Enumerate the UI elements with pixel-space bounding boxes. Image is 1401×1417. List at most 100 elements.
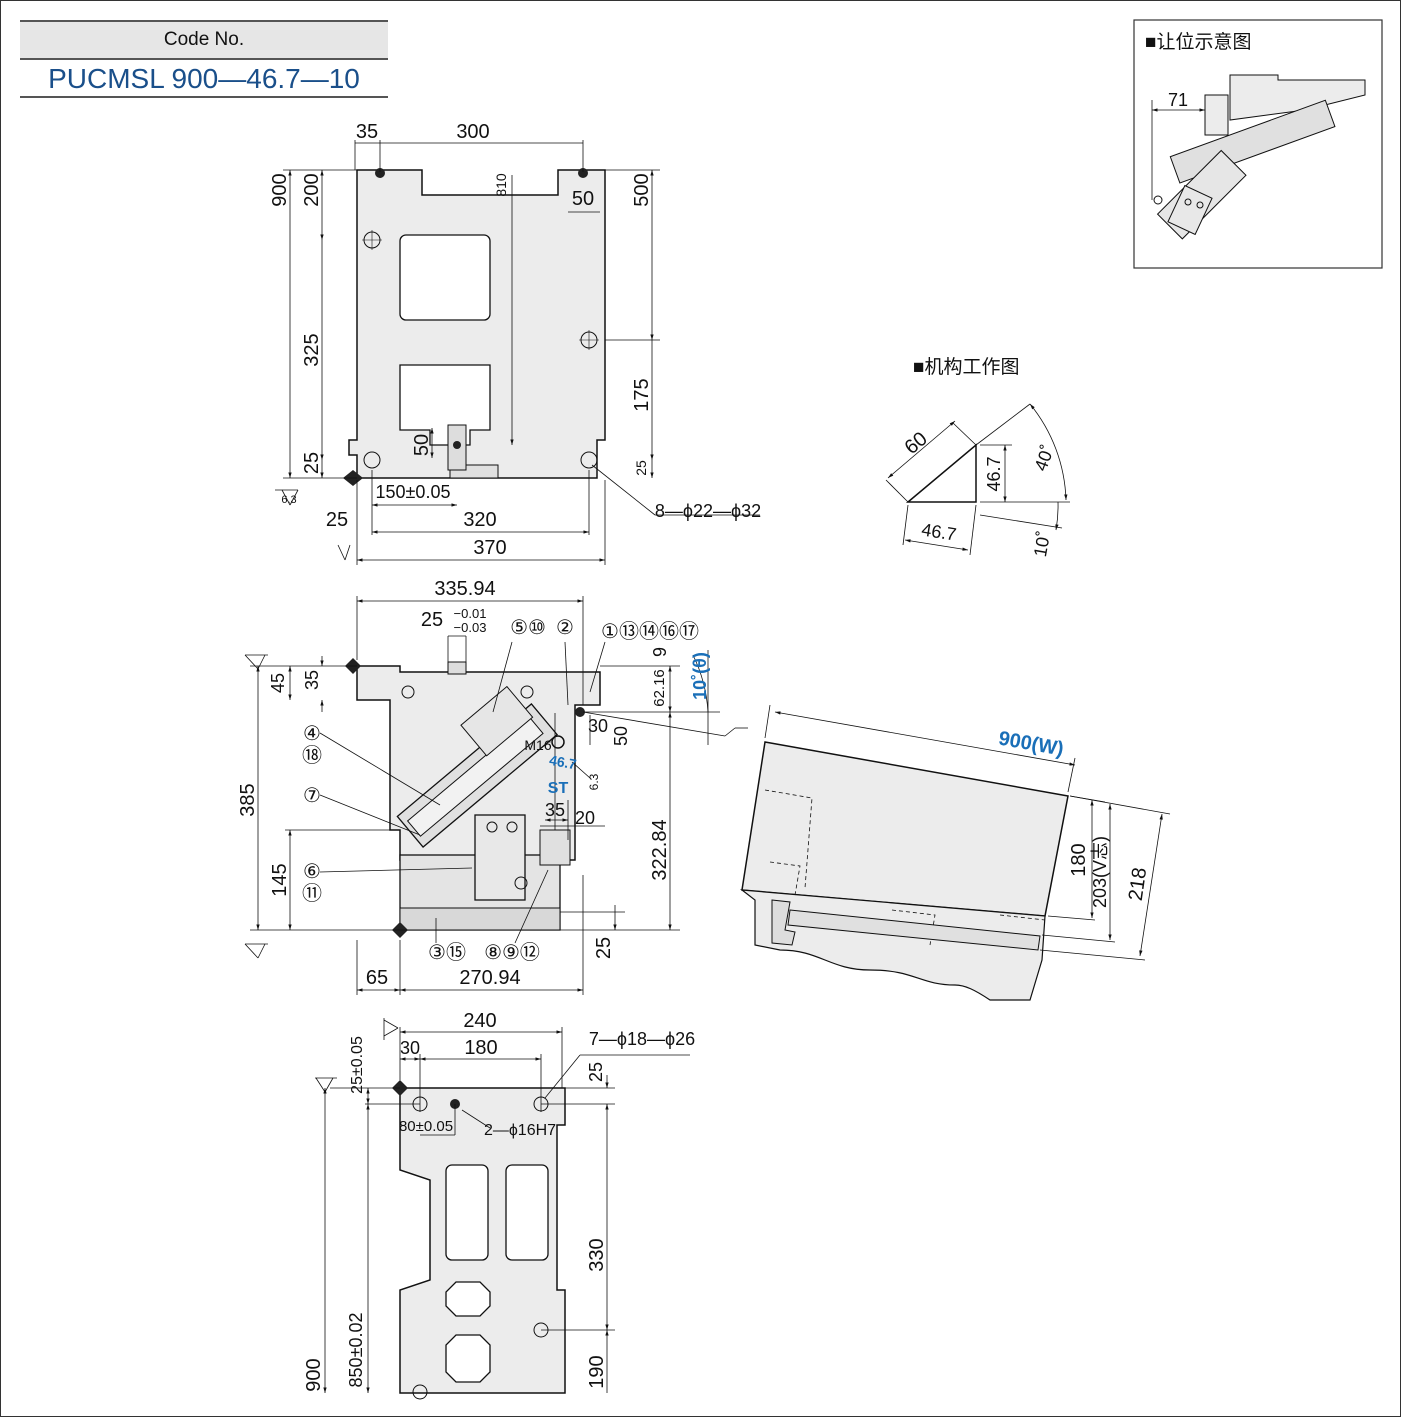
mech-dim-60: 60	[901, 428, 932, 459]
dim-900: 900	[269, 173, 291, 206]
bottom-window	[445, 1164, 489, 1261]
roughness-mark: 6.3	[281, 494, 296, 506]
dim-145: 145	[269, 863, 291, 896]
dim-9: 9	[650, 647, 670, 657]
callout-7: ⑦	[303, 785, 321, 807]
callout-18: ⑱	[302, 744, 322, 767]
callouts-3-15: ③⑮	[428, 941, 466, 964]
mech-dim-46-7-horizontal: 46.7	[920, 519, 958, 544]
inset-dim-71: 71	[1168, 90, 1188, 110]
workpiece-dim-180: 180	[1068, 843, 1090, 876]
bottom-window-small	[445, 1281, 491, 1317]
tol-upper: −0.01	[454, 606, 487, 621]
dim-150-tol: 150±0.05	[376, 482, 451, 502]
callouts-1-13-14-16-17: ①⑬⑭⑯⑰	[601, 620, 699, 643]
cam-arm	[396, 703, 559, 849]
bottom-window-small	[445, 1334, 491, 1383]
dim-335-94: 335.94	[434, 578, 495, 600]
inset-title: ■让位示意图	[1145, 31, 1251, 53]
dim-25-bottom: 25	[326, 509, 348, 531]
dim-180-bottom: 180	[464, 1037, 497, 1059]
code-label: Code No.	[20, 20, 388, 60]
workpiece-dim-203: 203(V志)	[1090, 836, 1110, 908]
code-value: PUCMSL 900—46.7—10	[20, 60, 388, 98]
dim-385: 385	[237, 783, 259, 816]
bottom-view: 240 30 180 7—ϕ18—ϕ26 25±0.05 25 80±0.05 …	[303, 1010, 695, 1400]
holes-spec-bottom: 7—ϕ18—ϕ26	[589, 1029, 695, 1049]
dim-240: 240	[463, 1010, 496, 1032]
dim-900-bottom: 900	[303, 1358, 325, 1391]
tol-lower: −0.03	[454, 620, 487, 635]
workpiece-view: 900(W) 180 203(V志) 218	[740, 704, 1171, 1001]
dim-270-94: 270.94	[459, 967, 520, 989]
top-window-lower	[399, 364, 491, 446]
side-view: 335.94 25 −0.01 −0.03 ⑤⑩ ② ①⑬⑭⑯⑰ 9 62.16…	[237, 578, 748, 995]
holes-spec: 8—ϕ22—ϕ32	[655, 501, 761, 521]
pins-spec: 2—ϕ16H7	[484, 1122, 556, 1139]
stroke-label: ST	[548, 780, 569, 797]
m16-label: M16	[524, 737, 551, 753]
callout-11: ⑪	[302, 882, 322, 905]
roughness-mark: 6.3	[587, 773, 601, 790]
clearance-inset: ■让位示意图 71	[1133, 19, 1383, 269]
dim-25-left: 25	[301, 452, 323, 474]
m16-hole-icon	[551, 735, 565, 749]
code-number-box: Code No. PUCMSL 900—46.7—10	[20, 20, 388, 98]
callouts-8-9-12: ⑧⑨⑫	[484, 941, 540, 964]
callout-2: ②	[556, 617, 574, 639]
mech-angle-10: 10˚	[1030, 529, 1054, 558]
bolt-icon	[401, 685, 415, 699]
dim-35-st: 35	[545, 800, 565, 820]
mechanism-diagram: ■机构工作图 60 46.7 46.7 40˚ 10˚	[885, 356, 1070, 559]
dim-50-side: 50	[611, 726, 631, 746]
dim-322-84: 322.84	[649, 819, 671, 880]
dim-175: 175	[631, 378, 653, 411]
bottom-window	[505, 1164, 549, 1261]
bottom-hole-icon	[412, 1384, 428, 1400]
dim-20: 20	[575, 808, 595, 828]
mech-angle-40: 40˚	[1031, 442, 1059, 473]
side-base-rail	[399, 907, 561, 931]
top-pin-icon	[578, 168, 588, 178]
dim-500: 500	[631, 173, 653, 206]
mech-dim-46-7-vertical: 46.7	[984, 456, 1004, 491]
pivot-icon	[575, 707, 585, 717]
dim-850-tol: 850±0.02	[346, 1313, 366, 1388]
slide-block	[460, 685, 534, 757]
dim-35: 35	[356, 121, 378, 143]
top-pin-icon	[453, 441, 461, 449]
bolt-icon	[514, 876, 528, 890]
bolt-icon	[506, 821, 518, 833]
dim-45: 45	[268, 673, 288, 693]
top-window-upper	[399, 234, 491, 321]
side-key	[447, 661, 467, 675]
dim-30: 30	[588, 716, 608, 736]
top-view: 35 300 900 200 810 50 500 325 175 50 25 …	[269, 121, 761, 565]
dim-320: 320	[463, 509, 496, 531]
angle-theta: 10˚(θ)	[690, 652, 710, 700]
top-plate	[348, 169, 606, 479]
dim-65: 65	[366, 967, 388, 989]
top-hole-icon	[580, 451, 598, 469]
dim-370: 370	[473, 537, 506, 559]
dim-25-key: 25	[421, 609, 443, 631]
dim-200: 200	[301, 173, 323, 206]
dim-80-tol: 80±0.05	[399, 1118, 453, 1135]
dim-25-right: 25	[633, 460, 649, 476]
dim-50-lower: 50	[411, 434, 433, 456]
callout-4: ④	[303, 723, 321, 745]
bolt-icon	[520, 685, 534, 699]
top-pin-icon	[375, 168, 385, 178]
callouts-5-10: ⑤⑩	[510, 617, 546, 639]
dim-35-side: 35	[302, 670, 322, 690]
dim-325: 325	[301, 333, 323, 366]
dim-330: 330	[586, 1238, 608, 1271]
top-hole-icon	[363, 451, 381, 469]
dim-300: 300	[456, 121, 489, 143]
callout-6: ⑥	[303, 861, 321, 883]
dim-25-bottom: 25	[586, 1062, 606, 1082]
dim-62-16: 62.16	[651, 669, 668, 707]
guide-block	[539, 829, 571, 866]
workpiece-body	[741, 741, 1069, 917]
